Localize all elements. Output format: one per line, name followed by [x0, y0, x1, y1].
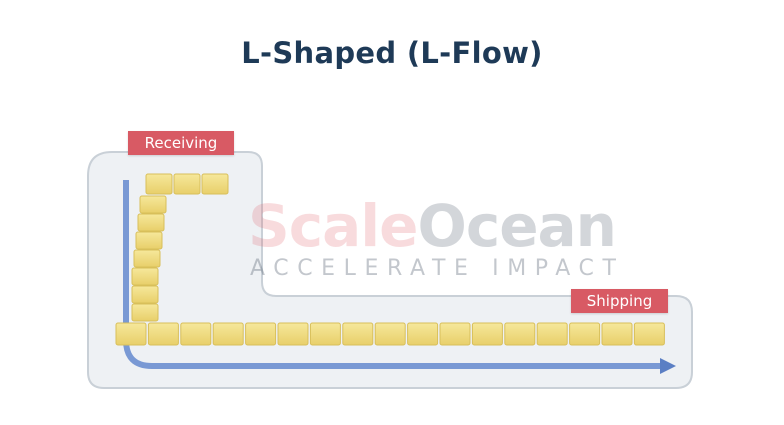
watermark-part1: Scale	[248, 192, 419, 260]
watermark-part2: Ocean	[417, 192, 617, 260]
page-title: L-Shaped (L-Flow)	[241, 36, 543, 70]
storage-box	[180, 322, 212, 346]
storage-box	[135, 231, 163, 250]
receiving-box-column	[131, 195, 167, 322]
storage-box	[173, 173, 201, 195]
shipping-box-row	[115, 322, 665, 346]
storage-box	[245, 322, 277, 346]
storage-box	[374, 322, 406, 346]
storage-box	[277, 322, 309, 346]
storage-box	[212, 322, 244, 346]
storage-box	[131, 303, 159, 322]
receiving-label: Receiving	[128, 131, 234, 155]
storage-box	[309, 322, 341, 346]
storage-box	[139, 195, 167, 214]
storage-box	[342, 322, 374, 346]
storage-box	[137, 213, 165, 232]
storage-box	[147, 322, 179, 346]
storage-box	[131, 285, 159, 304]
storage-box	[201, 173, 229, 195]
storage-box	[504, 322, 536, 346]
storage-box	[145, 173, 173, 195]
watermark-logo: ScaleOcean	[248, 192, 617, 260]
storage-box	[569, 322, 601, 346]
storage-box	[131, 267, 159, 286]
storage-box	[633, 322, 665, 346]
storage-box	[536, 322, 568, 346]
receiving-box-row	[145, 173, 229, 195]
storage-box	[115, 322, 147, 346]
shipping-label: Shipping	[571, 289, 668, 313]
flow-arrow-head	[660, 358, 676, 374]
watermark-tagline: ACCELERATE IMPACT	[250, 256, 625, 281]
storage-box	[439, 322, 471, 346]
storage-box	[407, 322, 439, 346]
storage-box	[601, 322, 633, 346]
storage-box	[133, 249, 161, 268]
storage-box	[471, 322, 503, 346]
